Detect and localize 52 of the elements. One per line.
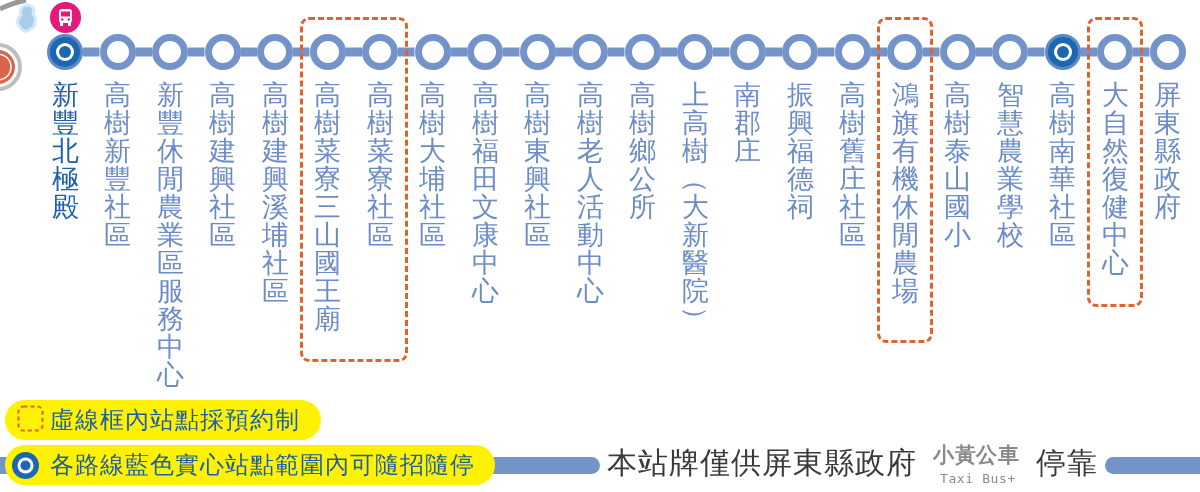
route-line xyxy=(1133,47,1150,57)
route-line xyxy=(345,47,362,57)
dashed-frame xyxy=(877,17,933,343)
station-name: 高樹建興社區 xyxy=(208,81,237,249)
route-line xyxy=(975,47,992,57)
route-line xyxy=(1028,47,1045,57)
route-line xyxy=(660,47,677,57)
station-name: 高樹福田文康中心 xyxy=(471,81,499,305)
station-name: 高樹鄉公所 xyxy=(628,81,657,221)
route-line xyxy=(818,47,835,57)
route-line xyxy=(293,47,310,57)
route-line xyxy=(555,47,572,57)
route-line xyxy=(188,47,205,57)
dashed-frame xyxy=(299,17,408,362)
station-name: 高樹建興溪埔社區 xyxy=(261,81,289,305)
notice-text: 本站牌僅供屏東縣政府 xyxy=(607,445,917,481)
station-name: 高樹舊庄社區 xyxy=(838,81,867,249)
station-name: 屏東縣政府 xyxy=(1153,81,1182,221)
route-line xyxy=(608,47,625,57)
route-line xyxy=(765,47,782,57)
route-line xyxy=(870,47,887,57)
station-name: 上高樹（大新醫院） xyxy=(681,81,709,333)
service-subtitle: Taxi Bus+ xyxy=(940,471,1016,487)
route-line xyxy=(503,47,520,57)
route-line xyxy=(240,47,257,57)
route-line xyxy=(450,47,467,57)
route-line xyxy=(83,47,100,57)
station-name: 新豐北極殿 xyxy=(51,81,79,221)
route-line xyxy=(135,47,152,57)
notice-text: 停靠 xyxy=(1036,445,1098,481)
station-name: 高樹泰山國小 xyxy=(943,81,972,249)
legend-text: 虛線框內站點採預約制 xyxy=(50,405,300,436)
route-line xyxy=(1080,47,1097,57)
station-name: 新豐休閒農業區服務中心 xyxy=(156,81,184,389)
station-name: 高樹菜寮三山國王廟 xyxy=(313,81,342,333)
route-line xyxy=(713,47,730,57)
station-name: 高樹東興社區 xyxy=(523,81,552,249)
legend-text: 各路線藍色實心站點範圍內可隨招隨停 xyxy=(50,450,475,481)
station-name: 大自然復健中心 xyxy=(1101,81,1129,277)
station-name: 高樹南華社區 xyxy=(1048,81,1077,249)
station-name: 智慧農業學校 xyxy=(996,81,1024,249)
station-name: 振興福德祠 xyxy=(786,81,814,221)
station-name: 鴻旗有機休閒農場 xyxy=(891,81,919,305)
station-name: 高樹老人活動中心 xyxy=(576,81,604,305)
station-name: 高樹菜寮社區 xyxy=(366,81,394,249)
station-name: 高樹大埔社區 xyxy=(418,81,447,249)
service-name: 小黃公車 xyxy=(933,443,1019,468)
station-name: 南郡庄 xyxy=(733,81,762,165)
station-name: 高樹新豐社區 xyxy=(103,81,132,249)
route-line xyxy=(398,47,415,57)
route-line xyxy=(923,47,940,57)
dashed-frame xyxy=(1087,17,1143,307)
